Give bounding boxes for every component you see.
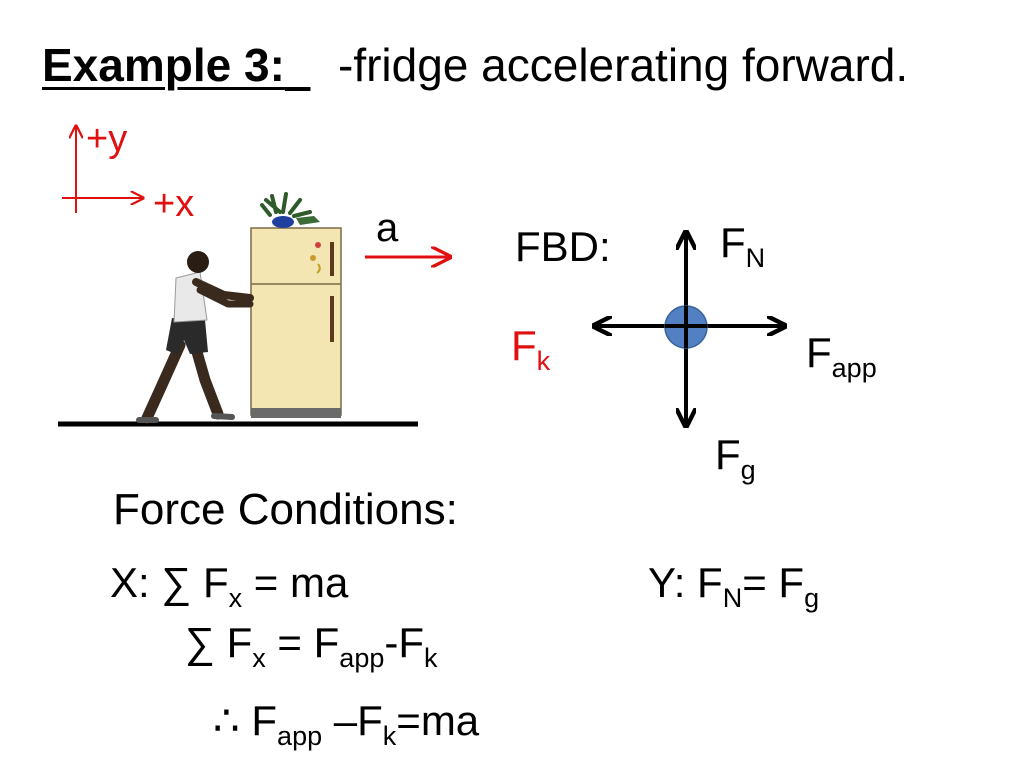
free-body-diagram xyxy=(596,234,783,424)
x-condition-equation: X: ∑ Fx = ma xyxy=(110,559,349,613)
acceleration-label: a xyxy=(376,206,399,250)
normal-force-label: FN xyxy=(720,219,766,273)
coordinate-axes-icon xyxy=(62,126,143,213)
gravity-force-label: Fg xyxy=(715,431,756,485)
potted-plant-icon xyxy=(260,192,320,228)
applied-force-label: Fapp xyxy=(806,329,877,383)
slide-title-label: Example 3: xyxy=(42,39,285,91)
x-result-equation: ∴ Fapp –Fk=ma xyxy=(213,697,480,751)
x-sum-equation: ∑ Fx = Fapp-Fk xyxy=(185,619,438,673)
person-pushing-icon xyxy=(136,251,254,424)
x-axis-label: +x xyxy=(153,183,195,225)
slide-title-text: -fridge accelerating forward. xyxy=(338,39,909,91)
y-axis-label: +y xyxy=(86,118,128,160)
fridge-icon xyxy=(250,227,342,418)
fbd-label: FBD: xyxy=(515,223,611,270)
y-condition-equation: Y: FN= Fg xyxy=(648,559,820,613)
force-conditions-heading: Force Conditions: xyxy=(113,485,458,534)
friction-force-label: Fk xyxy=(511,322,551,376)
